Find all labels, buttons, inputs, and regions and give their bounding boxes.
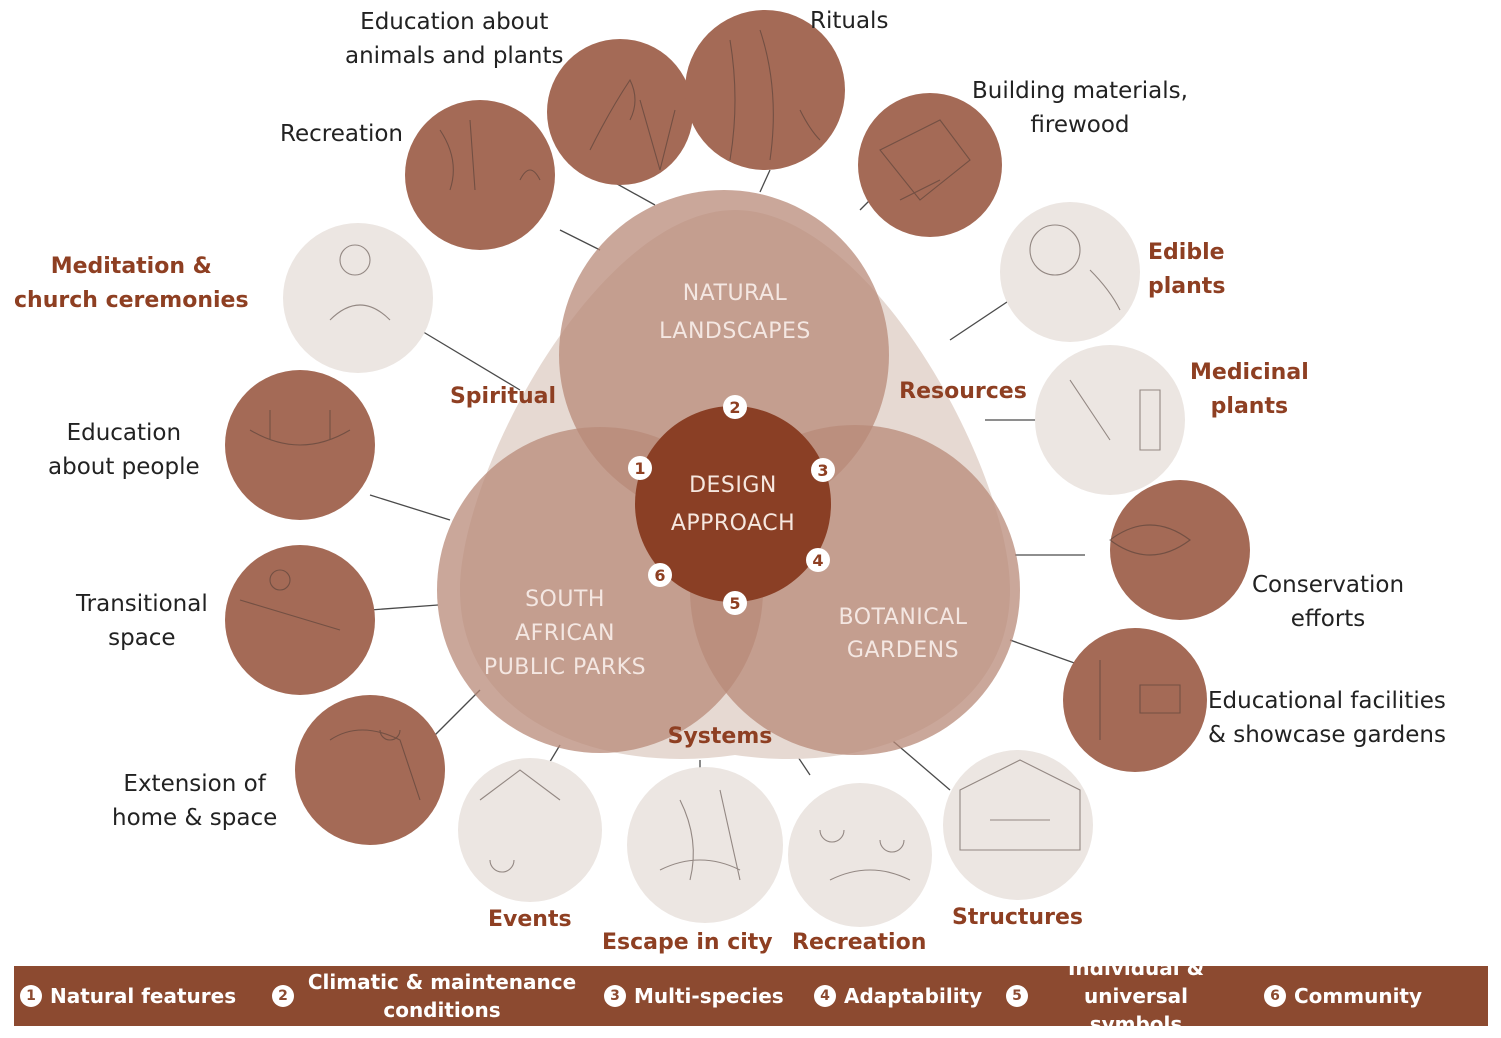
legend-item-1: 1 Natural features [20, 966, 260, 1026]
marker-5: 5 [723, 591, 747, 615]
legend-text-3: Multi-species [634, 984, 784, 1008]
label-structures: Structures [952, 905, 1083, 930]
design-approach-line2: APPROACH [671, 511, 795, 536]
illustration-conservation [1110, 480, 1250, 620]
illustration-extension [295, 695, 445, 845]
legend-text-6: Community [1294, 984, 1423, 1008]
label-meditation: Meditation &church ceremonies [14, 254, 249, 313]
illustration-edible-plants [1000, 202, 1140, 342]
natural-landscapes-line1: NATURAL [683, 281, 788, 306]
category-resources: Resources [899, 379, 1027, 404]
illustration-medicinal-plants [1035, 345, 1185, 495]
illustration-rituals [685, 10, 845, 170]
legend-number-4: 4 [814, 985, 836, 1007]
illustration-education-animals [547, 39, 693, 185]
svg-text:3: 3 [817, 461, 828, 480]
legend-item-2: 2 Climatic & maintenance conditions [272, 966, 592, 1026]
legend-number-2: 2 [272, 985, 294, 1007]
illustration-discs [225, 10, 1250, 927]
legend-number-1: 1 [20, 985, 42, 1007]
label-recreation-top: Recreation [280, 121, 403, 147]
illustration-events [458, 758, 602, 902]
label-rituals: Rituals [810, 8, 889, 34]
legend-text-4: Adaptability [844, 984, 983, 1008]
botanical-line1: BOTANICAL [839, 605, 968, 630]
label-building-materials: Building materials,firewood [972, 78, 1188, 138]
design-approach-core [635, 406, 831, 602]
marker-2: 2 [723, 395, 747, 419]
category-systems: Systems [668, 724, 773, 749]
legend-bar: 1 Natural features 2 Climatic & maintena… [14, 956, 1488, 1036]
marker-1: 1 [628, 456, 652, 480]
parks-line1: SOUTH [525, 587, 605, 612]
legend-text-5: Individual & universal symbols [1067, 956, 1205, 1036]
legend-number-5: 5 [1006, 985, 1028, 1007]
svg-text:4: 4 [812, 551, 823, 570]
legend-item-6: 6 Community [1264, 966, 1464, 1026]
illustration-building-materials [858, 93, 1002, 237]
illustration-recreation-top [405, 100, 555, 250]
label-recreation-bottom: Recreation [792, 930, 927, 955]
legend-text-2: Climatic & maintenance conditions [307, 970, 577, 1022]
svg-text:5: 5 [729, 594, 740, 613]
illustration-educational-facilities [1063, 628, 1207, 772]
label-events: Events [488, 907, 572, 932]
parks-line2: AFRICAN [515, 621, 615, 646]
illustration-transitional [225, 545, 375, 695]
illustration-recreation-bottom [788, 783, 932, 927]
natural-landscapes-line2: LANDSCAPES [659, 319, 811, 344]
legend-item-5: 5 Individual & universal symbols [1006, 956, 1246, 1036]
botanical-line2: GARDENS [847, 638, 959, 663]
label-escape: Escape in city [602, 930, 773, 955]
category-spiritual: Spiritual [450, 384, 556, 409]
svg-text:6: 6 [654, 566, 665, 585]
marker-6: 6 [648, 563, 672, 587]
legend-number-3: 3 [604, 985, 626, 1007]
label-educational-facilities: Educational facilities& showcase gardens [1208, 688, 1446, 748]
illustration-meditation [283, 223, 433, 373]
svg-text:2: 2 [729, 398, 740, 417]
marker-4: 4 [806, 548, 830, 572]
marker-3: 3 [811, 458, 835, 482]
legend-item-4: 4 Adaptability [814, 966, 1004, 1026]
illustration-structures [943, 750, 1093, 900]
sketch-hints [239, 29, 1191, 881]
legend-number-6: 6 [1264, 985, 1286, 1007]
svg-text:1: 1 [634, 459, 645, 478]
legend-item-3: 3 Multi-species [604, 966, 804, 1026]
design-approach-line1: DESIGN [689, 473, 777, 498]
legend-text-1: Natural features [50, 984, 237, 1008]
parks-line3: PUBLIC PARKS [484, 655, 646, 680]
illustration-escape [627, 767, 783, 923]
